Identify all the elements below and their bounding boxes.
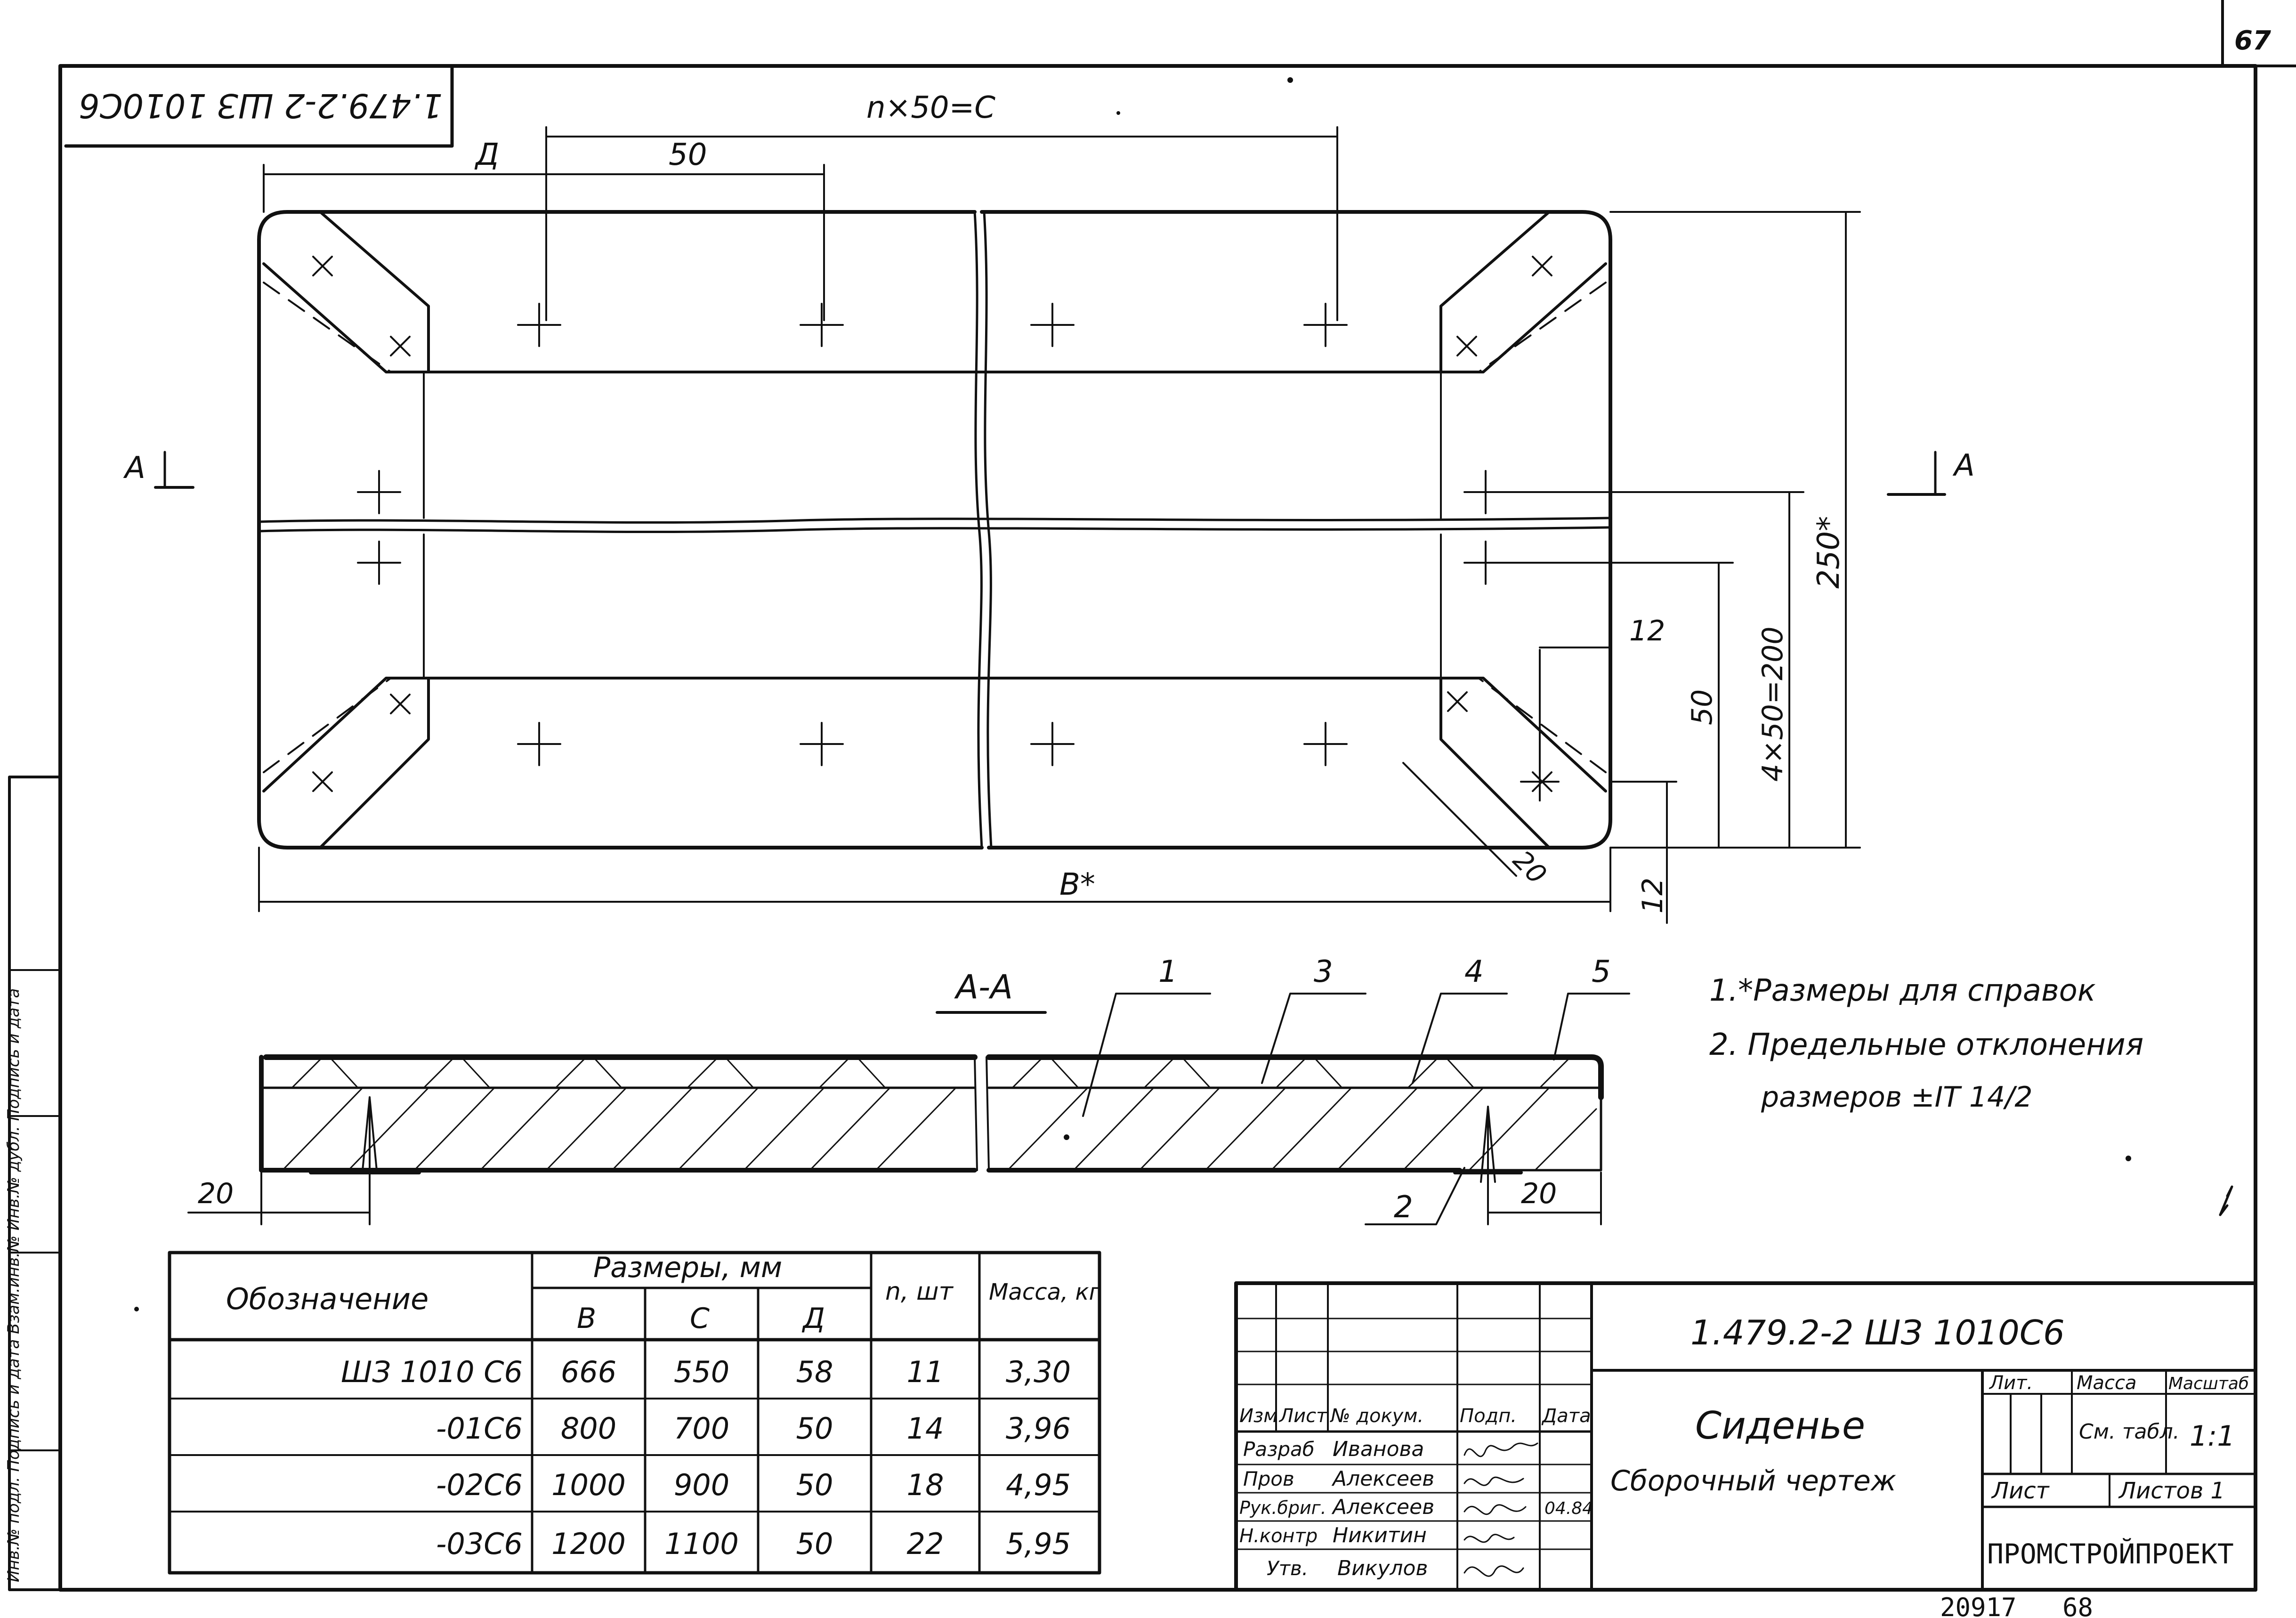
row-n: 22	[907, 1527, 944, 1561]
row-c: 900	[674, 1468, 729, 1502]
tb-lit: Лит.	[1989, 1372, 2033, 1394]
section-title: A-A	[954, 968, 1013, 1006]
rotated-code: 1.479.2-2 ШЗ 1010С6	[79, 86, 443, 125]
tb-mass-value: См. табл.	[2079, 1420, 2180, 1444]
table-header-d: Д	[801, 1302, 825, 1335]
table-header-c: C	[690, 1302, 710, 1335]
dim-50-top: 50	[669, 138, 707, 172]
tb-org: ПРОМСТРОЙПРОЕКТ	[1987, 1537, 2234, 1570]
notes: 1.*Размеры для справок 2. Предельные отк…	[1709, 973, 2143, 1114]
row-mass: 4,95	[1006, 1468, 1071, 1502]
tb-col-date: Дата	[1541, 1405, 1591, 1427]
callout-1: 1	[1158, 955, 1178, 989]
dim-b: B*	[1059, 867, 1095, 902]
side-stamp: Инв.№ подл. Подпись и дата Взам.инв.№ Ин…	[4, 776, 62, 1591]
table-row: ШЗ 1010 С6 666 550 58 11 3,30	[341, 1355, 1071, 1389]
footer-page-no: 68	[2062, 1593, 2093, 1618]
tb-col-list: Лист	[1278, 1405, 1328, 1427]
row-n: 14	[907, 1411, 944, 1446]
tb-person: Алексеев	[1331, 1495, 1434, 1519]
plan-view: n×50=C Д 50 B* 250* 4×50=200 50 12 12 20	[123, 90, 1975, 924]
table-header-designation: Обозначение	[226, 1282, 428, 1316]
dim-20-right: 20	[1521, 1177, 1557, 1210]
dim-12-bottom: 12	[1636, 878, 1669, 914]
row-b: 1000	[551, 1468, 626, 1502]
row-mass: 5,95	[1006, 1527, 1071, 1561]
table-row: -01С6 800 700 50 14 3,96	[436, 1411, 1071, 1446]
row-d: 58	[796, 1355, 833, 1389]
callout-2: 2	[1394, 1190, 1413, 1225]
tb-role: Рук.бриг.	[1239, 1497, 1326, 1518]
tb-role: Утв.	[1267, 1557, 1308, 1580]
tb-name: Сиденье	[1695, 1404, 1865, 1448]
dim-12-side: 12	[1629, 615, 1665, 647]
row-n: 11	[907, 1355, 944, 1389]
callout-3: 3	[1314, 955, 1333, 989]
dim-50-side: 50	[1686, 689, 1719, 725]
tb-person: Никитин	[1333, 1523, 1427, 1547]
row-designation: -03С6	[436, 1527, 523, 1561]
tb-person: Алексеев	[1331, 1467, 1434, 1491]
tb-doc-type: Сборочный чертеж	[1610, 1464, 1896, 1497]
tb-code: 1.479.2-2 ШЗ 1010С6	[1690, 1313, 2065, 1352]
note-1: 1.*Размеры для справок	[1709, 973, 2096, 1008]
rotated-code-box: 1.479.2-2 ШЗ 1010С6	[64, 64, 454, 148]
row-b: 666	[561, 1355, 616, 1389]
dim-4x50: 4×50=200	[1756, 626, 1789, 782]
row-designation: -01С6	[436, 1411, 523, 1446]
side-stamp-text: Инв.№ подл. Подпись и дата Взам.инв.№ Ин…	[4, 988, 23, 1582]
row-d: 50	[796, 1527, 833, 1561]
dim-250: 250*	[1811, 516, 1846, 589]
tb-col-sign: Подп.	[1460, 1405, 1517, 1427]
note-2b: размеров ±IT 14/2	[1761, 1081, 2033, 1114]
tb-sheets-label: Листов 1	[2118, 1478, 2225, 1504]
row-n: 18	[907, 1468, 944, 1502]
page-number: 67	[2234, 25, 2271, 56]
tb-mass-label: Масса	[2077, 1372, 2137, 1394]
dim-20-diag: 20	[1507, 845, 1552, 890]
tb-sheet-label: Лист	[1991, 1478, 2050, 1504]
row-d: 50	[796, 1411, 833, 1446]
tb-person: Викулов	[1337, 1556, 1428, 1580]
tb-scale-label: Масштаб	[2168, 1374, 2249, 1393]
tb-role: Пров	[1243, 1467, 1294, 1490]
section-mark-left: A	[123, 451, 146, 485]
dim-d: Д	[474, 138, 499, 172]
footer-order-no: 20917	[1940, 1593, 2017, 1618]
row-b: 800	[561, 1411, 616, 1446]
table-header-b: B	[577, 1302, 596, 1335]
row-designation: -02С6	[436, 1468, 523, 1502]
section-mark-right: A	[1952, 448, 1975, 483]
tb-date-mark: 04.84	[1544, 1499, 1593, 1518]
row-d: 50	[796, 1468, 833, 1502]
row-c: 700	[674, 1411, 729, 1446]
dim-top-n50c: n×50=C	[866, 90, 995, 125]
row-b: 1200	[551, 1527, 626, 1561]
callout-5: 5	[1592, 955, 1611, 989]
row-designation: ШЗ 1010 С6	[341, 1355, 523, 1389]
spec-table: Обозначение Размеры, мм B C Д n, шт Масс…	[168, 1251, 1101, 1575]
tb-person: Иванова	[1333, 1437, 1424, 1461]
table-row: -02С6 1000 900 50 18 4,95	[436, 1468, 1071, 1502]
row-c: 550	[674, 1355, 729, 1389]
tb-scale-value: 1:1	[2190, 1420, 2235, 1453]
tb-col-doc: № докум.	[1330, 1405, 1423, 1427]
row-mass: 3,96	[1006, 1411, 1071, 1446]
title-block: Изм Лист № докум. Подп. Дата Разраб Иван…	[1234, 1281, 2257, 1592]
table-header-sizes: Размеры, мм	[593, 1251, 782, 1284]
dim-20-left: 20	[198, 1177, 234, 1210]
table-header-mass: Масса, кг	[989, 1279, 1101, 1305]
tb-col-izm: Изм	[1239, 1405, 1277, 1427]
row-mass: 3,30	[1006, 1355, 1071, 1389]
note-2a: 2. Предельные отклонения	[1709, 1027, 2143, 1062]
row-c: 1100	[664, 1527, 739, 1561]
callout-4: 4	[1464, 955, 1484, 989]
table-header-n: n, шт	[885, 1278, 954, 1306]
tb-role: Н.контр	[1239, 1525, 1318, 1547]
section-view: A-A 1 3 4 5 2 20	[187, 955, 1630, 1225]
tb-role: Разраб	[1243, 1438, 1315, 1461]
table-row: -03С6 1200 1100 50 22 5,95	[436, 1527, 1071, 1561]
